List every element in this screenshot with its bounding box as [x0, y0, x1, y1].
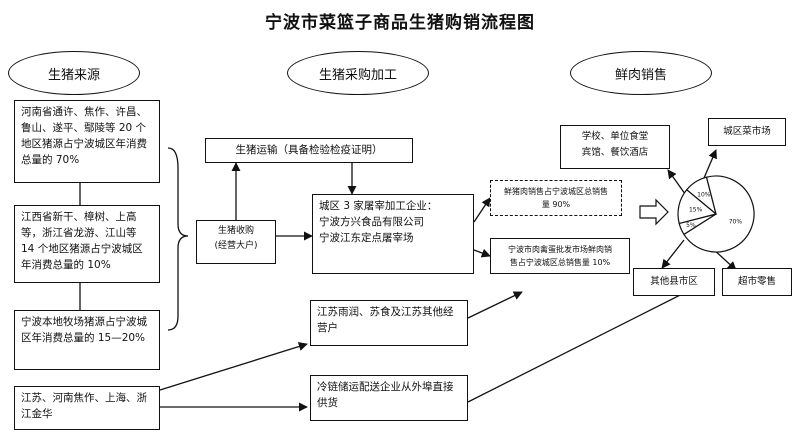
transport-text: 生猪运输（具备检验检疫证明） [235, 144, 383, 156]
source-text-2: 江西省新干、樟树、上高等，浙江省龙游、江山等 14 个地区猪源占宁波城区年消费总… [21, 211, 143, 271]
source-box-1: 河南省通许、焦作、许昌、鲁山、遂平、鄢陵等 20 个地区猪源占宁波城区年消费总量… [14, 100, 160, 183]
arrow-pie-to-other [661, 239, 685, 269]
slaughter-line-3: 宁波江东定点屠宰场 [319, 232, 414, 244]
supermarket-text: 超市零售 [737, 276, 776, 287]
slaughter-box: 城区 3 家屠宰加工企业： 宁波方兴食品有限公司 宁波江东定点屠宰场 [312, 194, 474, 274]
pie-slice-label: 5% [686, 222, 696, 229]
arrow-pie-to-urban [703, 149, 717, 179]
slaughter-line-2: 宁波方兴食品有限公司 [319, 216, 424, 228]
pie-slice-label: 10% [697, 192, 711, 199]
fresh-share-box: 鲜猪肉销售占宁波城区总销售 量 90% [490, 180, 622, 216]
sales-pie: 10% 70% 5% 15% [677, 175, 755, 253]
wholesale-share-box: 宁波市肉禽蛋批发市场鲜肉销 售占宁波城区总销售量 10% [490, 238, 630, 274]
pie-slice-label: 15% [689, 206, 703, 213]
purchase-line-1: 生猪收购 [217, 226, 254, 236]
header-source: 生猪来源 [8, 51, 140, 95]
transport-box: 生猪运输（具备检验检疫证明） [205, 138, 413, 163]
header-source-label: 生猪来源 [47, 67, 100, 83]
supermarket-box: 超市零售 [722, 268, 792, 296]
arrow-operators-to-wholesale [467, 291, 523, 319]
pie-slice [677, 188, 718, 225]
urban-market-box: 城区菜市场 [708, 118, 786, 146]
header-processing: 生猪采购加工 [287, 51, 429, 95]
source-box-2: 江西省新干、樟树、上高等，浙江省龙游、江山等 14 个地区猪源占宁波城区年消费总… [14, 205, 160, 283]
fresh-share-line-1: 鲜猪肉销售占宁波城区总销售 [504, 187, 608, 196]
source-text-4: 江苏、河南焦作、上海、浙江金华 [21, 392, 147, 420]
urban-market-text: 城区菜市场 [723, 126, 771, 137]
arrow-coldchain-to-supermarket [467, 281, 707, 403]
pie-slice [683, 175, 755, 253]
wholesale-share-line-1: 宁波市肉禽蛋批发市场鲜肉销 [508, 245, 612, 254]
source-box-3: 宁波本地牧场猪源占宁波城区年消费总量的 15—20% [14, 310, 160, 370]
other-operators-box: 江苏雨润、苏食及江苏其他经营户 [310, 300, 468, 346]
pie-slice-label: 70% [729, 219, 743, 226]
source-text-3: 宁波本地牧场猪源占宁波城区年消费总量的 15—20% [21, 316, 147, 344]
brace [167, 147, 189, 331]
header-sales: 鲜肉销售 [570, 51, 712, 95]
source-box-4: 江苏、河南焦作、上海、浙江金华 [14, 386, 160, 430]
purchase-box: 生猪收购 (经营大户) [196, 220, 276, 264]
schools-box: 学校、单位食堂 宾馆、餐饮酒店 [560, 125, 670, 169]
schools-line-2: 宾馆、餐饮酒店 [581, 147, 649, 158]
diagram-title: 宁波市菜篮子商品生猪购销流程图 [265, 13, 535, 33]
schools-line-1: 学校、单位食堂 [581, 131, 649, 142]
source-text-1: 河南省通许、焦作、许昌、鲁山、遂平、鄢陵等 20 个地区猪源占宁波城区年消费总量… [21, 106, 147, 166]
slaughter-line-1: 城区 3 家屠宰加工企业： [319, 200, 438, 212]
arrow-slaughter-to-fresh [473, 197, 491, 223]
other-operators-text: 江苏雨润、苏食及江苏其他经营户 [317, 306, 454, 334]
hollow-arrow-to-pie [639, 198, 669, 226]
purchase-line-2: (经营大户) [214, 241, 258, 251]
other-counties-box: 其他县市区 [633, 268, 715, 296]
wholesale-share-line-2: 售占宁波城区总销售量 10% [509, 258, 611, 267]
cold-chain-box: 冷链储运配送企业从外埠直接供货 [310, 375, 468, 421]
cold-chain-text: 冷链储运配送企业从外埠直接供货 [317, 381, 454, 409]
fresh-share-line-2: 量 90% [541, 200, 571, 209]
other-counties-text: 其他县市区 [650, 276, 698, 287]
header-sales-label: 鲜肉销售 [614, 67, 667, 83]
header-processing-label: 生猪采购加工 [318, 67, 397, 83]
arrow-slaughter-to-wholesale [473, 248, 491, 258]
arrow-source4-to-operators [159, 342, 308, 391]
